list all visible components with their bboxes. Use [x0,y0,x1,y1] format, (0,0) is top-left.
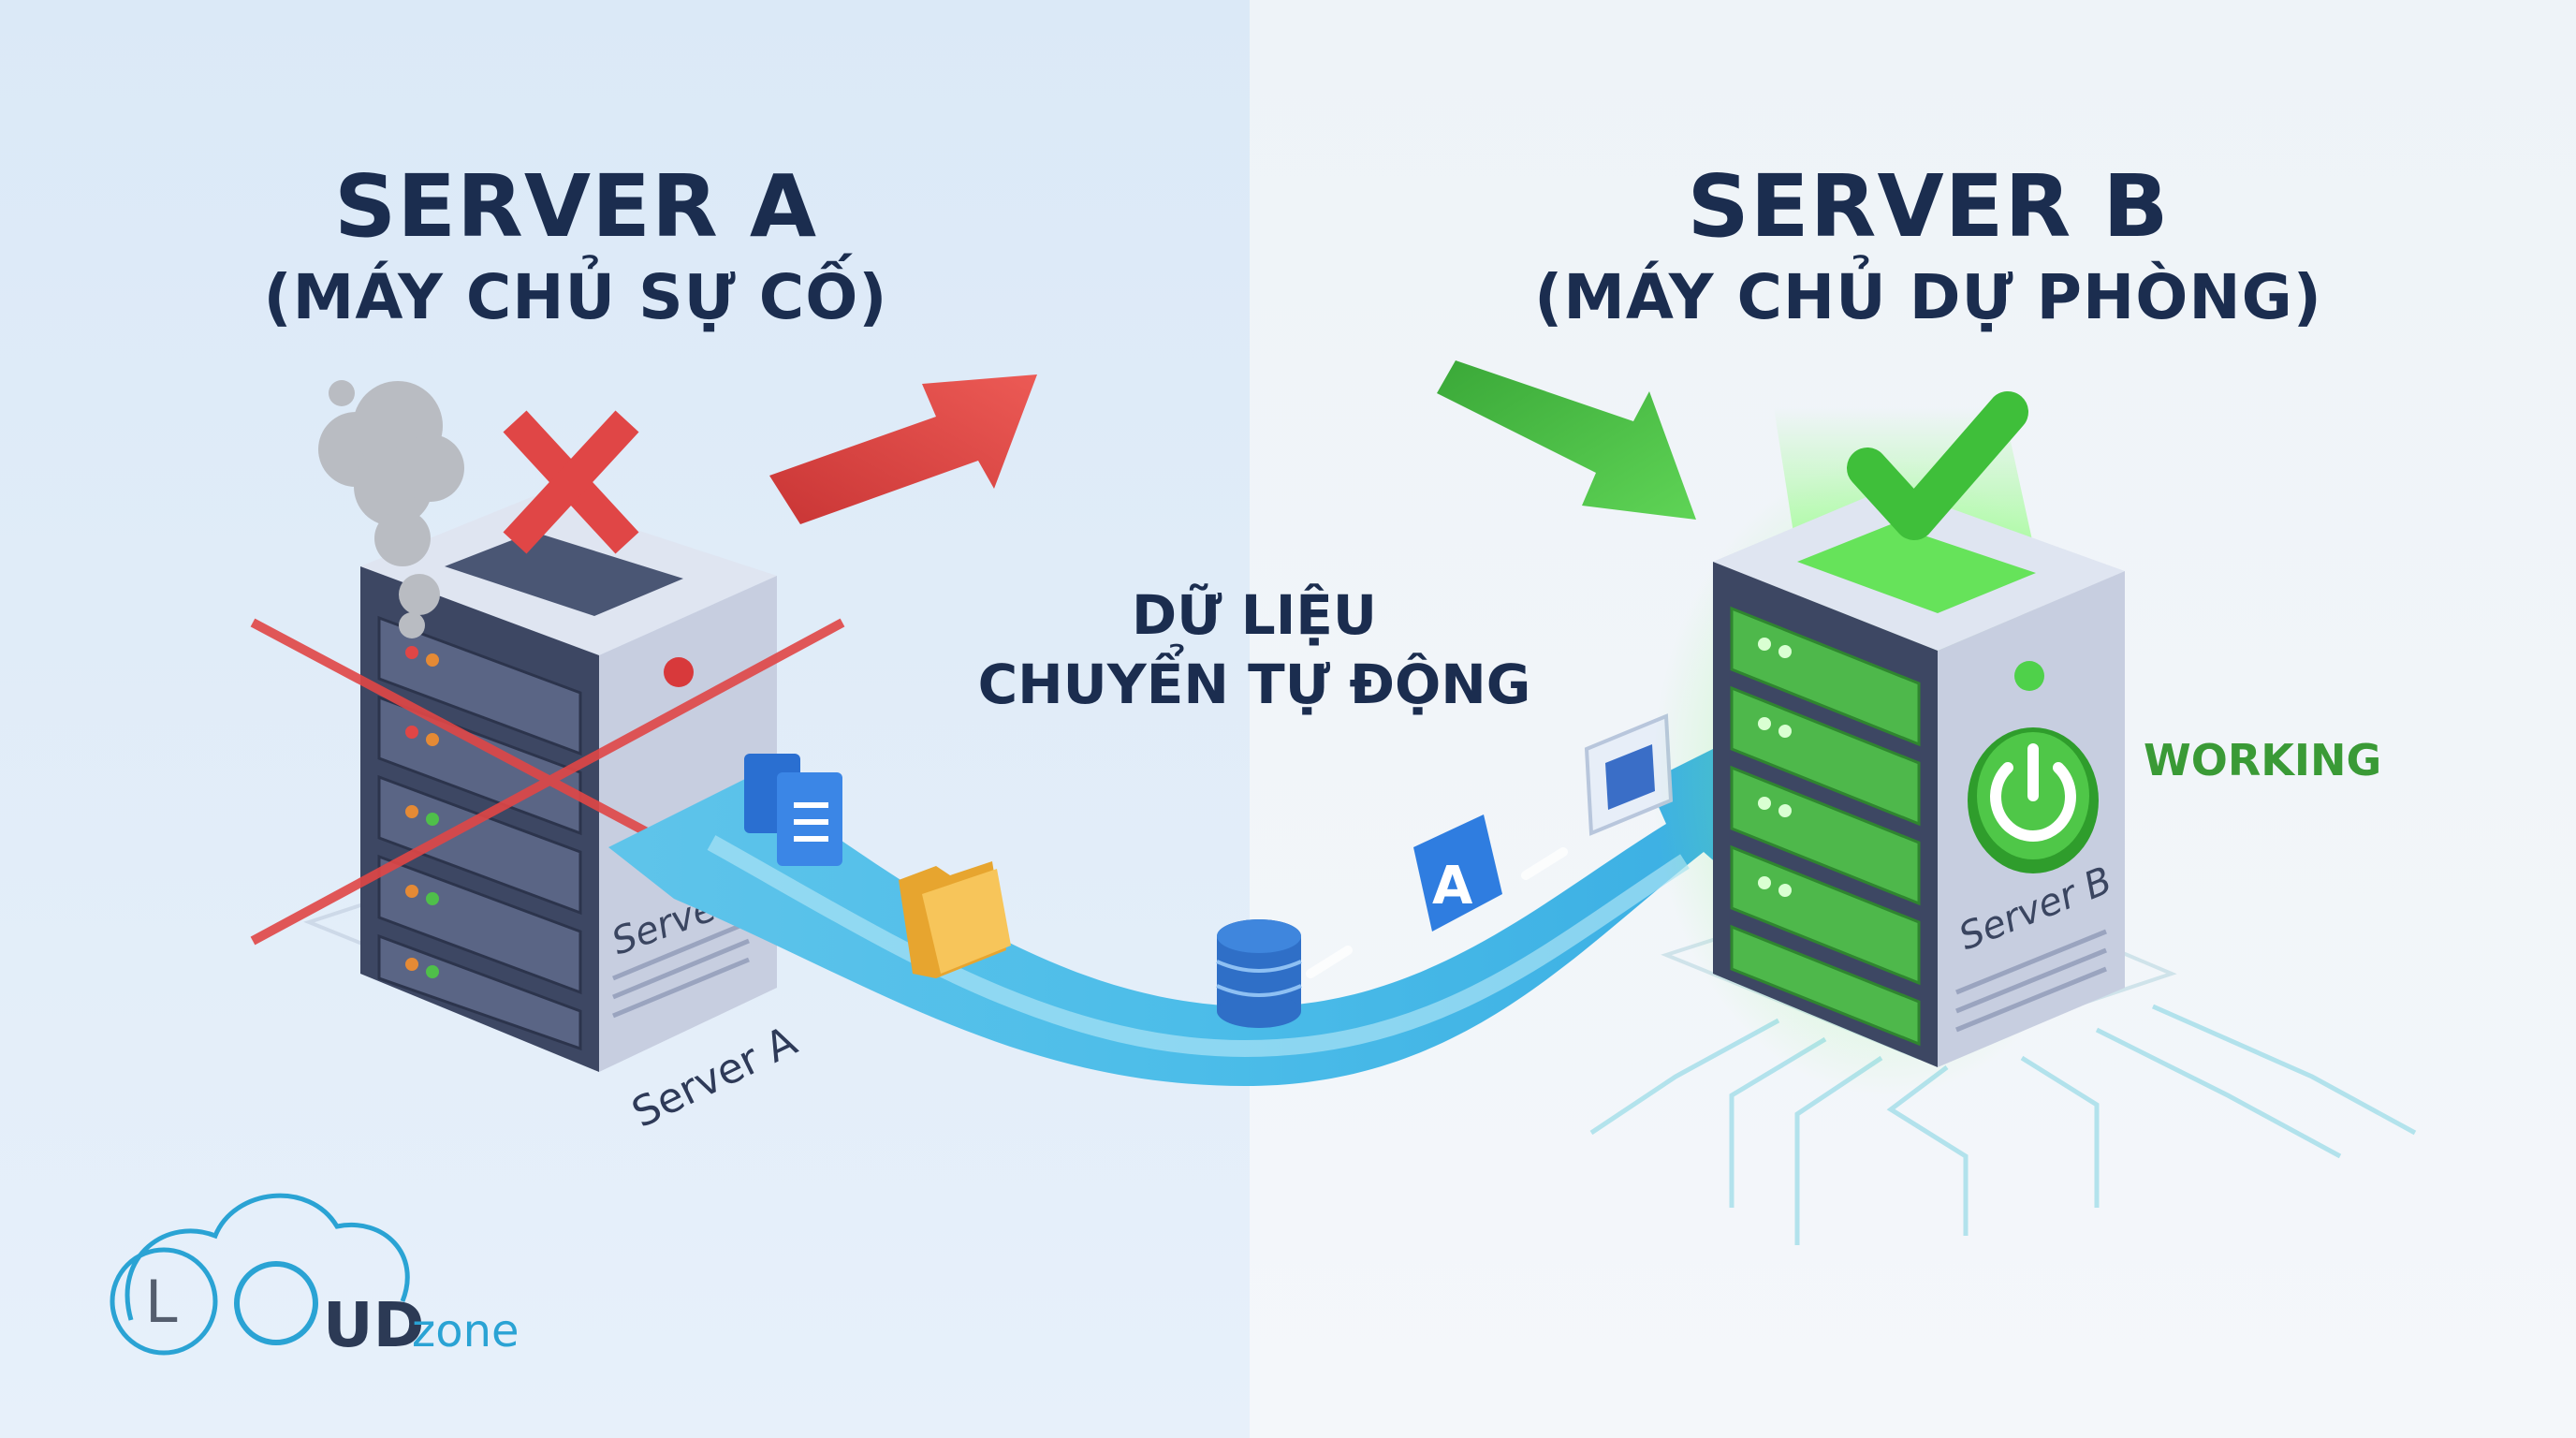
logo-strong: UD [323,1289,424,1361]
green-arrow-icon [1437,360,1696,520]
transfer-label-line1: DỮ LIỆU [1131,583,1378,647]
document-icon [744,754,842,866]
folder-icon [899,861,1011,978]
logo-light: zone [412,1305,520,1357]
window-icon [1584,713,1674,836]
server-b: Server B [1652,407,2125,1095]
x-mark-icon [503,410,639,554]
status-working: WORKING [2144,735,2382,785]
cloudzone-logo: L UD zone [110,1193,520,1361]
smoke-icon [318,380,464,638]
red-arrow-icon [769,374,1037,524]
transfer-label-line2: CHUYỂN TỰ ĐỘNG [977,653,1531,717]
svg-text:A: A [1432,856,1473,917]
logo-letter-l: L [145,1268,178,1336]
server-b-subtitle: (MÁY CHỦ DỰ PHÒNG) [1534,261,2322,333]
check-mark-icon [1847,391,2028,540]
power-icon [1968,727,2099,873]
server-a: Serve [360,496,777,1072]
server-a-title: SERVER A [333,156,818,257]
data-flow-arrow [608,721,1769,1086]
server-a-subtitle: (MÁY CHỦ SỰ CỐ) [263,261,888,333]
app-store-icon: A [1413,814,1502,932]
database-icon [1216,919,1302,1028]
transfer-label: DỮ LIỆU CHUYỂN TỰ ĐỘNG [927,580,1582,719]
server-a-heading: SERVER A (MÁY CHỦ SỰ CỐ) [197,164,955,329]
server-b-heading: SERVER B (MÁY CHỦ DỰ PHÒNG) [1460,164,2396,329]
server-b-title: SERVER B [1687,156,2170,257]
